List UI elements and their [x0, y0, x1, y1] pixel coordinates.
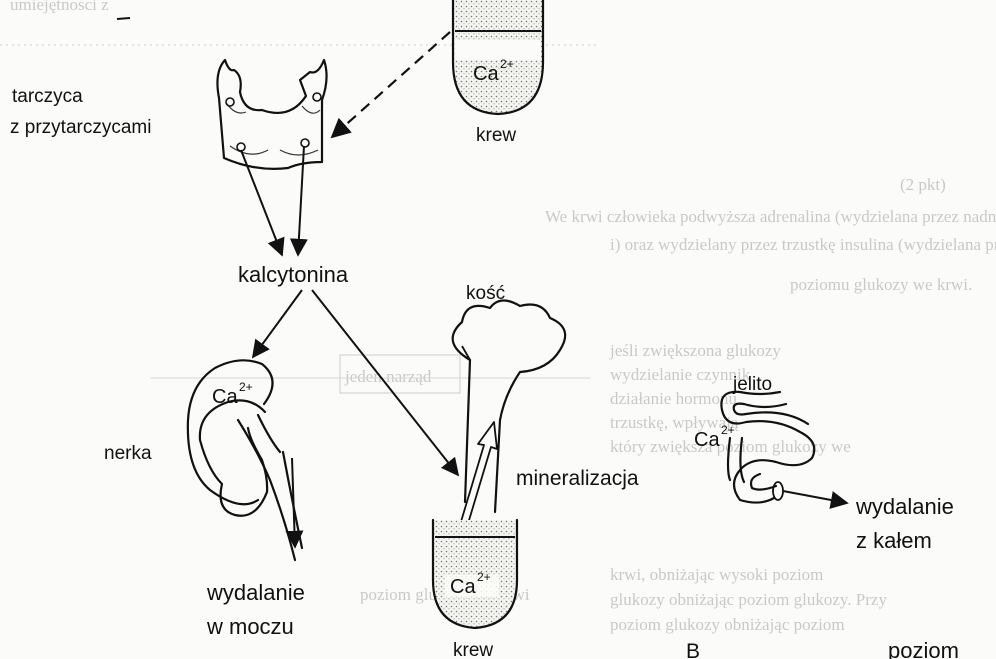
kidney-label: nerka: [104, 443, 152, 464]
ca-ion-label-bottom: Ca: [450, 576, 476, 598]
bg-line-3: i) oraz wydzielany przez trzustkę insuli…: [610, 235, 996, 254]
bg-line-5: jeśli zwiększona glukozy: [609, 341, 781, 360]
feces-excretion-line1: wydalanie: [855, 494, 954, 519]
thyroid-icon: [217, 60, 326, 169]
blood-label-top: krew: [476, 125, 516, 146]
blood-beaker-bottom: Ca 2+: [433, 520, 517, 628]
calcitonin-label: kalcytonina: [238, 262, 349, 287]
urine-excretion-line2: w moczu: [206, 614, 294, 639]
corner-word: poziom: [888, 638, 959, 659]
ca-ion-label-intestine: Ca: [694, 429, 720, 451]
ca-ion-charge-top: 2+: [500, 57, 514, 71]
thyroid-to-calcitonin-arrow-right: [298, 146, 304, 255]
ca-ion-charge-kidney: 2+: [239, 380, 253, 394]
bg-line-13: jeden narząd: [344, 367, 432, 386]
calcitonin-to-bone-arrow: [312, 290, 458, 475]
speck-mark: [117, 18, 130, 19]
bone-label: kość: [466, 283, 505, 304]
mineralization-label: mineralizacja: [516, 467, 639, 490]
ca-ion-label-top: Ca: [473, 63, 499, 85]
bg-line-12: poziom glukozy obniżając poziom: [610, 615, 845, 634]
intestine-label: jelito: [732, 374, 772, 395]
calcitonin-to-kidney-arrow: [253, 290, 302, 357]
thyroid-label-line1: tarczyca: [12, 86, 83, 107]
blood-beaker-top: Ca 2+: [453, 0, 543, 114]
ca-ion-label-kidney: Ca: [212, 386, 238, 408]
bg-line-1: (2 pkt): [900, 175, 946, 194]
feces-excretion-line2: z kałem: [856, 528, 932, 553]
thyroid-to-calcitonin-arrow-left: [241, 150, 282, 255]
urine-excretion-line1: wydalanie: [206, 580, 305, 605]
bg-line-4: poziomu glukozy we krwi.: [790, 275, 972, 294]
bg-line-0: umiejętności z: [10, 0, 109, 14]
thyroid-label-line2: z przytarczycami: [10, 117, 151, 138]
bg-line-10: krwi, obniżając wysoki poziom: [610, 565, 823, 584]
bg-line-11: glukozy obniżając poziom glukozy. Przy: [610, 590, 887, 609]
ca-ion-charge-intestine: 2+: [721, 423, 735, 437]
bg-line-6: wydzielanie czynnik: [610, 365, 751, 384]
bg-line-2: We krwi człowieka podwyższa adrenalina (…: [545, 207, 996, 226]
blood-label-bottom: krew: [453, 640, 493, 659]
ca-ion-charge-bottom: 2+: [477, 570, 491, 584]
bg-line-7: działanie hormonu: [610, 389, 737, 408]
blood-to-thyroid-arrow: [332, 32, 450, 137]
corner-letter: B: [686, 640, 700, 659]
